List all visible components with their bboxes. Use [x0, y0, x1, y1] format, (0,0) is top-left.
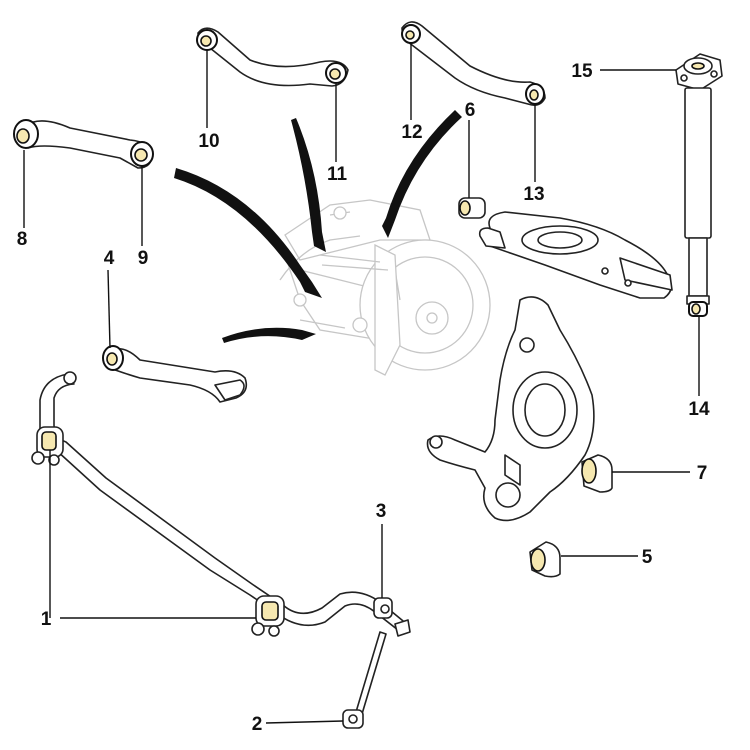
bushing-5: [529, 541, 561, 578]
callout-8: 8: [17, 229, 28, 250]
pointer-arrow-a: [174, 168, 322, 298]
pointer-arrow-b: [291, 118, 326, 252]
leader-lines: [23, 43, 700, 724]
control-arm-12-13: [401, 21, 546, 106]
pointer-arrows: [174, 110, 462, 343]
callout-9: 9: [138, 248, 149, 269]
callout-5: 5: [642, 547, 653, 568]
callout-4: 4: [104, 248, 115, 269]
control-arm-8-9: [13, 119, 154, 169]
callout-6: 6: [465, 100, 476, 121]
leader-2: [265, 720, 344, 724]
callout-labels: 1 2 3 4 5 6 7 8 9 10 11 12 13 14 15: [17, 61, 710, 735]
leader-4: [107, 269, 111, 349]
callout-10: 10: [198, 131, 219, 152]
stabilizer-bushing-right: [251, 595, 285, 637]
callout-12: 12: [401, 122, 422, 143]
callout-13: 13: [523, 184, 544, 205]
callout-3: 3: [376, 501, 387, 522]
stabilizer-link: [342, 597, 393, 729]
callout-2: 2: [252, 714, 263, 735]
shock-absorber: [675, 53, 723, 317]
spring-link-arm: [478, 211, 673, 299]
callout-15: 15: [571, 61, 593, 82]
stabilizer-bushing-left: [31, 426, 64, 466]
callout-11: 11: [327, 164, 348, 185]
callout-1: 1: [41, 609, 52, 630]
callout-14: 14: [688, 399, 710, 420]
stabilizer-bar: [39, 371, 411, 637]
pointer-arrow-c: [382, 110, 462, 238]
pointer-arrow-d: [222, 327, 316, 343]
bushing-6: [458, 197, 486, 219]
control-arm-10-11: [196, 27, 349, 87]
control-arm-4: [102, 345, 248, 403]
callout-7: 7: [697, 463, 708, 484]
wheel-knuckle: [426, 296, 595, 522]
bushing-7: [581, 454, 613, 493]
